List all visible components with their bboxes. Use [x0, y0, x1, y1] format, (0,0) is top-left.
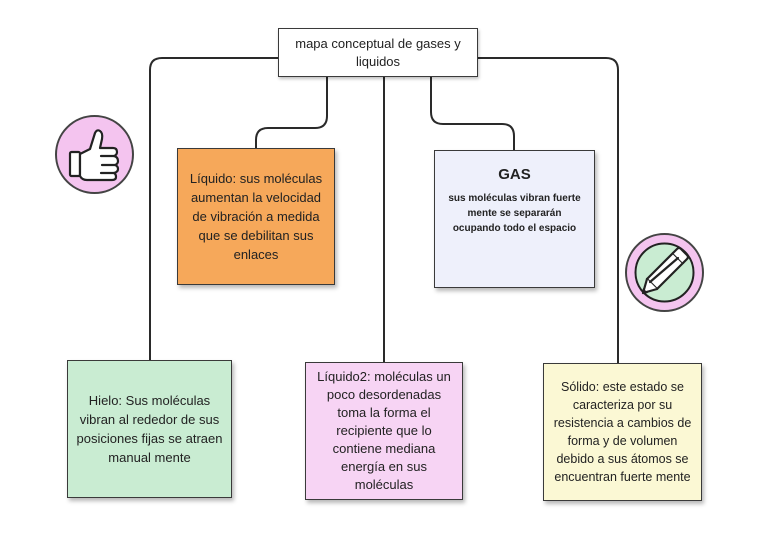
- node-hielo: Hielo: Sus moléculas vibran al rededor d…: [67, 360, 232, 498]
- node-liquido-text: Líquido: sus moléculas aumentan la veloc…: [189, 171, 323, 262]
- map-title-text: mapa conceptual de gases y liquidos: [295, 35, 461, 69]
- connector-liquido: [255, 76, 328, 149]
- node-gas-heading: GAS: [498, 166, 531, 183]
- node-liquido2: Líquido2: moléculas un poco desordenadas…: [305, 362, 463, 500]
- pencil-icon: [634, 242, 695, 303]
- node-liquido2-text: Líquido2: moléculas un poco desordenadas…: [317, 369, 451, 492]
- node-liquido: Líquido: sus moléculas aumentan la veloc…: [177, 148, 335, 285]
- map-title: mapa conceptual de gases y liquidos: [278, 28, 478, 77]
- connector-gas: [430, 76, 515, 151]
- node-solido-text: Sólido: este estado se caracteriza por s…: [553, 380, 692, 484]
- thumbs-up-badge: [55, 115, 134, 194]
- node-solido: Sólido: este estado se caracteriza por s…: [543, 363, 702, 501]
- thumbs-up-icon: [68, 129, 120, 182]
- node-gas-text: sus moléculas vibran fuerte mente se sep…: [448, 193, 581, 234]
- connector-solido: [477, 57, 619, 364]
- connector-hielo: [149, 57, 279, 361]
- node-hielo-text: Hielo: Sus moléculas vibran al rededor d…: [76, 393, 223, 465]
- node-gas: GAS sus moléculas vibran fuerte mente se…: [434, 150, 595, 288]
- pencil-badge: [625, 233, 704, 312]
